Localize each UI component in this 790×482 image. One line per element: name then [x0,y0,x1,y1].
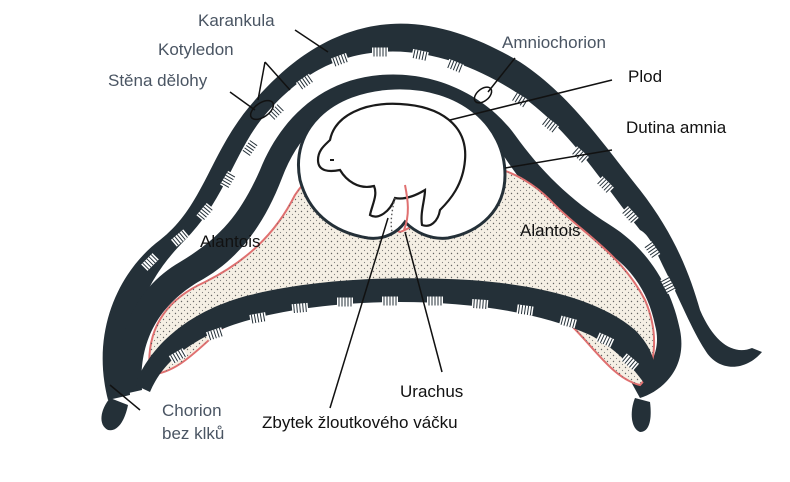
label-urachus: Urachus [400,382,463,401]
label-alantois-left: Alantois [200,232,260,251]
cotyledon-tuft [427,297,443,306]
label-karankula: Karankula [198,11,275,30]
label-amniochorion: Amniochorion [502,33,606,52]
label-chorion-line1: Chorion [162,401,222,420]
label-plod: Plod [628,67,662,86]
label-zbytek: Zbytek žloutkového váčku [262,413,458,432]
label-alantois-right: Alantois [520,221,580,240]
cotyledon-tuft [472,299,489,309]
chorion-tail-left [101,398,128,430]
cotyledon-tuft [292,303,309,313]
label-kotyledon: Kotyledon [158,40,234,59]
label-dutina-amnia: Dutina amnia [626,118,727,137]
cotyledon-tuft [372,48,388,57]
cotyledon-tuft [382,297,398,306]
label-stena-delohy: Stěna dělohy [108,71,208,90]
chorion-tail-right [632,398,651,432]
label-chorion-line2: bez klků [162,424,224,443]
cotyledon-tuft [337,298,353,307]
